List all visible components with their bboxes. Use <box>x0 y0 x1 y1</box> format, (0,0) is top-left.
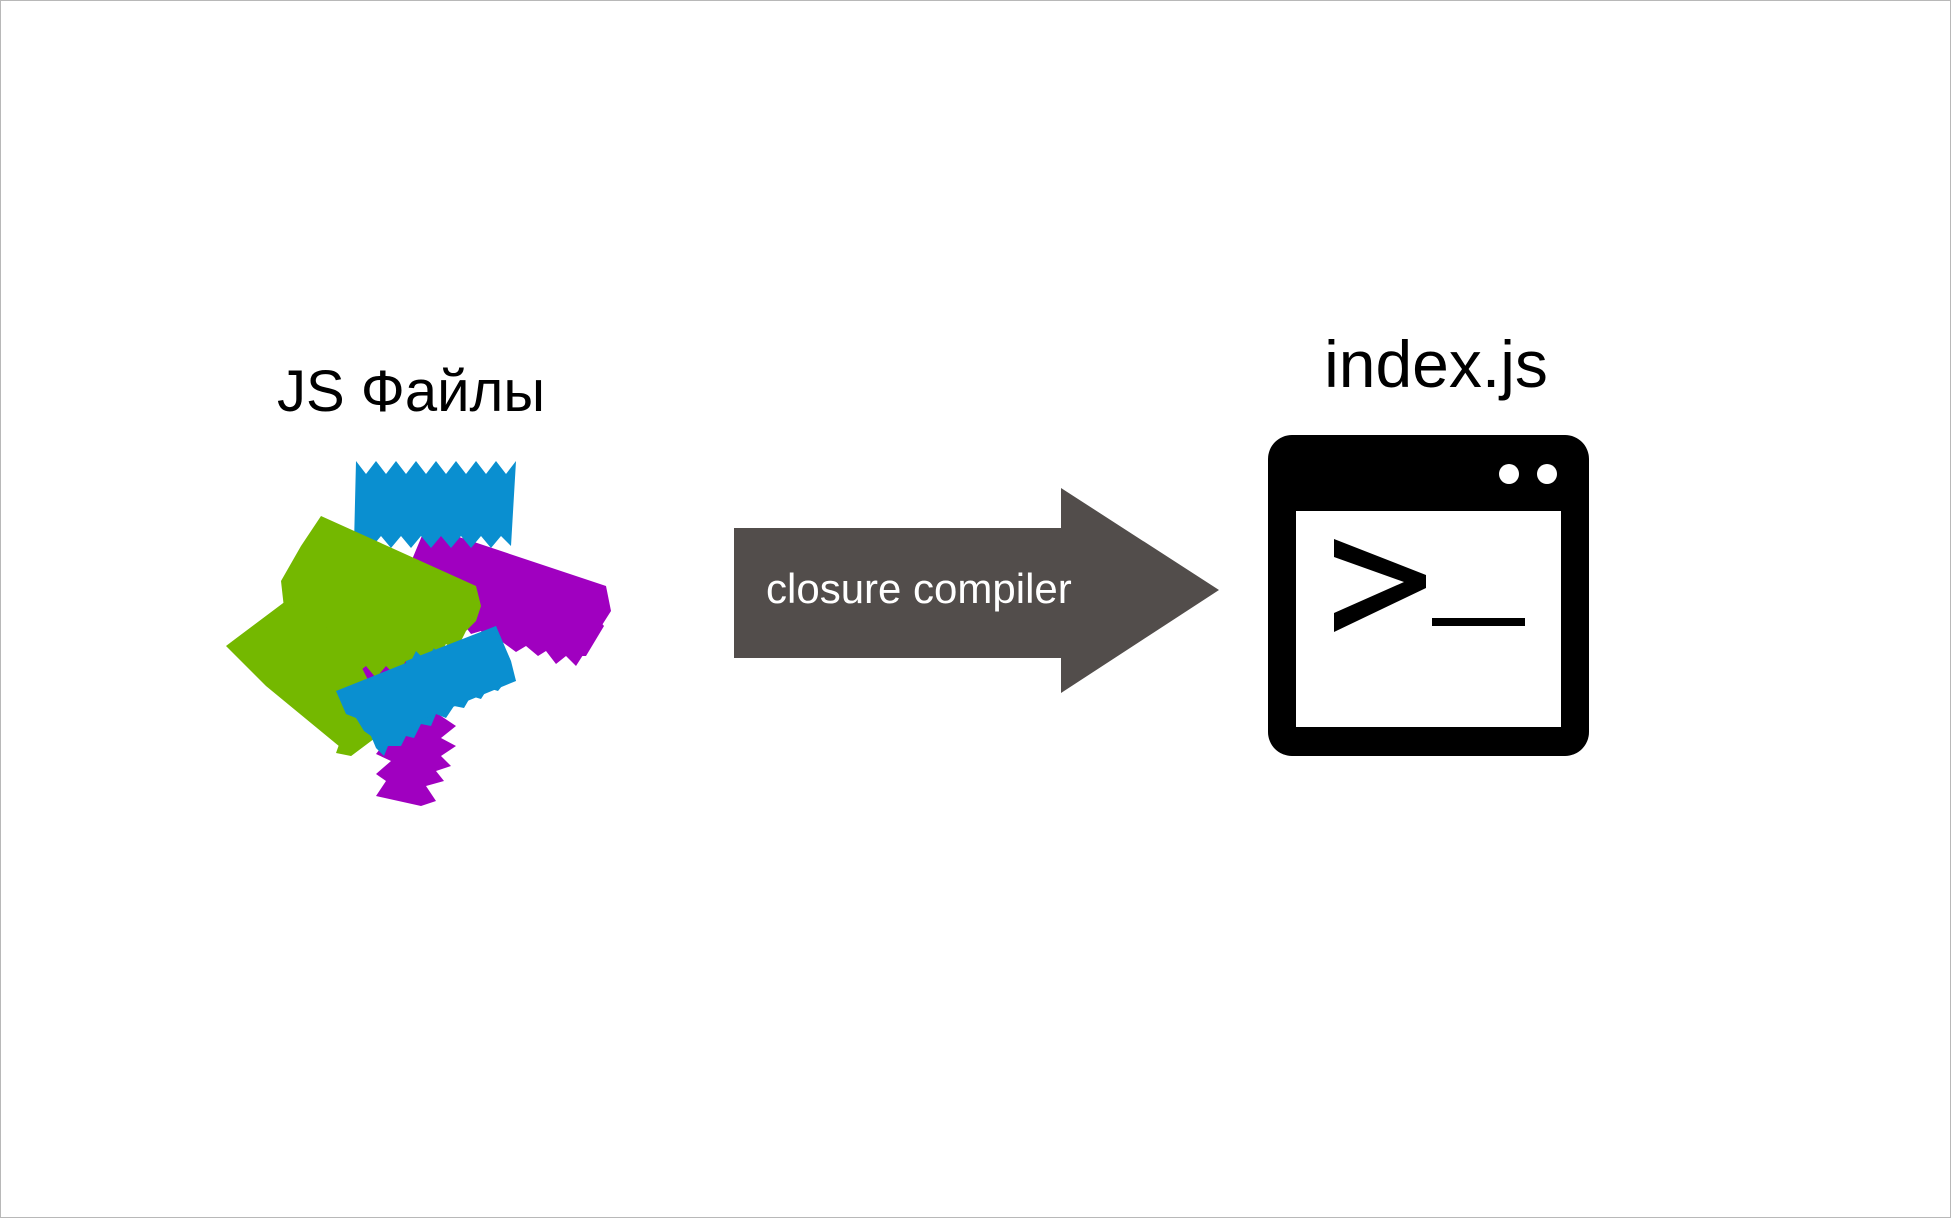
arrow-label: closure compiler <box>766 565 1072 612</box>
closure-compiler-arrow: closure compiler <box>734 488 1219 693</box>
output-file-title: index.js <box>1324 327 1548 401</box>
js-files-stack-icon <box>226 456 616 816</box>
js-files-title: JS Файлы <box>276 359 546 424</box>
terminal-window-icon <box>1266 433 1591 758</box>
